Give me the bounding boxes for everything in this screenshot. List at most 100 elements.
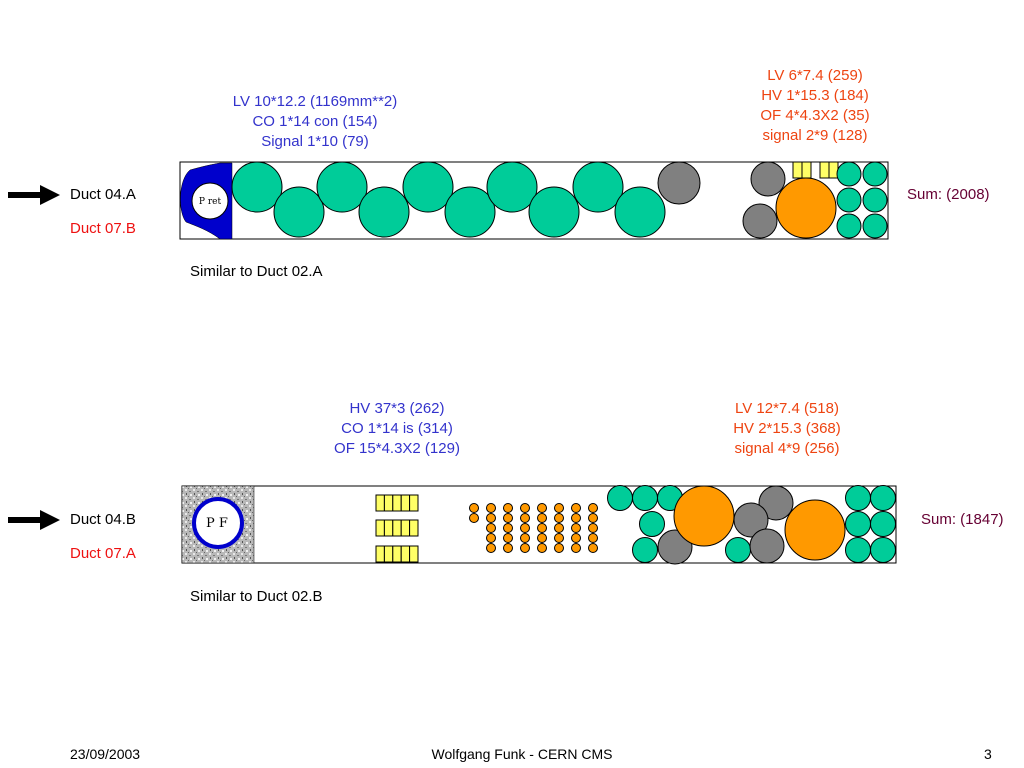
of-fiber: [375, 519, 385, 537]
sum-b-label: Sum: (1847): [921, 511, 1004, 528]
duct-07b-label: Duct 07.B: [70, 220, 136, 237]
pf-pipe-circle: [192, 497, 244, 549]
hv-small-cable: [503, 503, 513, 513]
pf-pipe-label: P F: [206, 516, 228, 531]
hv-small-cable: [588, 513, 598, 523]
hv-small-cable: [537, 513, 547, 523]
of-fiber: [819, 161, 830, 179]
of-fiber: [375, 545, 385, 563]
label-line: CO 1*14 con (154): [252, 113, 378, 130]
of-fiber: [392, 545, 402, 563]
lv-cable: [614, 186, 666, 238]
hv-small-cable: [554, 543, 564, 553]
of-fiber: [409, 545, 419, 563]
return-pipe-label: P ret: [199, 197, 222, 207]
similar-b-label: Similar to Duct 02.B: [190, 588, 323, 605]
of-fiber: [400, 494, 411, 512]
lv-cable: [862, 161, 888, 187]
sum-a-label: Sum: (2008): [907, 186, 990, 203]
lv-cable: [870, 537, 896, 563]
hv-small-cable: [537, 503, 547, 513]
signal-cable: [758, 485, 794, 521]
hv-small-cable: [588, 543, 598, 553]
signal-cable: [742, 203, 778, 239]
label-line: signal 4*9 (256): [734, 440, 840, 457]
hv-small-cable: [520, 513, 530, 523]
of-fiber: [792, 161, 803, 179]
hv-small-cable: [503, 543, 513, 553]
hv-small-cable: [486, 503, 496, 513]
signal-cable: [749, 528, 785, 564]
footer-page-number: 3: [984, 746, 992, 762]
hv-small-cable: [537, 543, 547, 553]
lv-cable: [845, 511, 871, 537]
lv-cable: [870, 511, 896, 537]
hv-small-cable: [588, 523, 598, 533]
lv-cable: [845, 485, 871, 511]
lv-cable: [862, 187, 888, 213]
label-line: OF 4*4.3X2 (35): [760, 107, 870, 124]
of-fiber: [801, 161, 812, 179]
duct-04a-label: Duct 04.A: [70, 186, 136, 203]
duct-04b-label: Duct 04.B: [70, 511, 136, 528]
hv-cable: [673, 485, 735, 547]
of-fiber: [409, 519, 419, 537]
of-fiber: [375, 494, 385, 512]
co-cable: [657, 161, 701, 205]
lv-cable: [632, 485, 658, 511]
of-fiber: [400, 519, 411, 537]
arrow-icon: [8, 510, 60, 530]
of-fiber: [383, 494, 394, 512]
lv-cable: [836, 187, 862, 213]
hv-small-cable: [588, 533, 598, 543]
section-b-orange-labels: LV 12*7.4 (518) HV 2*15.3 (368) signal 4…: [687, 399, 887, 459]
label-line: CO 1*14 is (314): [341, 420, 453, 437]
lv-cable: [358, 186, 410, 238]
cables-a: [231, 161, 888, 239]
lv-cable: [862, 213, 888, 239]
hv-small-cable: [588, 503, 598, 513]
hv-small-cable: [554, 533, 564, 543]
label-line: Signal 1*10 (79): [261, 133, 369, 150]
hv-small-cable: [571, 513, 581, 523]
of-fiber: [383, 519, 394, 537]
signal-cable: [733, 502, 769, 538]
similar-a-label: Similar to Duct 02.A: [190, 263, 323, 280]
duct-07a-label: Duct 07.A: [70, 545, 136, 562]
hv-small-cable: [537, 523, 547, 533]
label-line: LV 6*7.4 (259): [767, 67, 863, 84]
label-line: OF 15*4.3X2 (129): [334, 440, 460, 457]
hv-small-cable: [469, 503, 479, 513]
lv-cable: [572, 161, 624, 213]
hv-small-cable: [520, 533, 530, 543]
hv-small-cable: [520, 523, 530, 533]
hv-cable: [775, 177, 837, 239]
lv-cable: [836, 213, 862, 239]
section-b-blue-labels: HV 37*3 (262) CO 1*14 is (314) OF 15*4.3…: [297, 399, 497, 459]
return-pipe-circle: [191, 182, 229, 220]
label-line: HV 2*15.3 (368): [733, 420, 841, 437]
label-line: LV 10*12.2 (1169mm**2): [232, 93, 398, 110]
hv-small-cable: [503, 513, 513, 523]
signal-cable: [750, 161, 786, 197]
hv-small-cable: [554, 523, 564, 533]
lv-cable: [607, 485, 633, 511]
label-line: HV 1*15.3 (184): [761, 87, 869, 104]
lv-cable: [316, 161, 368, 213]
hv-small-cable: [554, 513, 564, 523]
hv-small-cable: [554, 503, 564, 513]
label-line: HV 37*3 (262): [349, 400, 445, 417]
lv-cable: [528, 186, 580, 238]
lv-cable: [639, 511, 665, 537]
cables-b: [375, 485, 896, 565]
lv-cable: [836, 161, 862, 187]
hv-small-cable: [571, 533, 581, 543]
hv-small-cable: [469, 513, 479, 523]
lv-cable: [231, 161, 283, 213]
hv-small-cable: [520, 503, 530, 513]
lv-cable: [273, 186, 325, 238]
hv-small-cable: [571, 523, 581, 533]
hv-small-cable: [486, 513, 496, 523]
footer-date: 23/09/2003: [70, 746, 141, 762]
